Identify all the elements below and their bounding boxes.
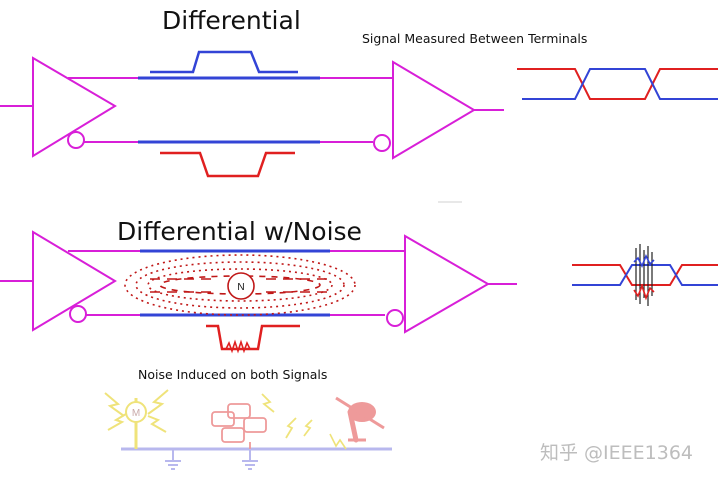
bottom-driver-triangle <box>32 230 117 332</box>
top-driver-inverter-bubble <box>67 131 85 149</box>
bottom-receiver-inverter-bubble <box>386 309 404 327</box>
noise-source-label: N <box>237 282 244 293</box>
motor-icon: M <box>104 389 169 449</box>
top-eye-red-trace <box>517 68 718 100</box>
noise-induced-caption: Noise Induced on both Signals <box>138 367 328 382</box>
bottom-negative-pulse <box>206 324 300 351</box>
bottom-section: N <box>0 230 718 354</box>
relay-icon <box>211 403 267 449</box>
watermark-text: 知乎 @IEEE1364 <box>540 442 694 464</box>
top-receiver-triangle <box>392 60 476 160</box>
bottom-eye-noise-red <box>633 283 655 301</box>
differential-noise-title: Differential w/Noise <box>117 217 362 246</box>
noise-sources-illustration: M <box>104 389 392 470</box>
noise-source-icon: N <box>227 272 255 300</box>
bottom-eye-blue-trace <box>572 264 718 286</box>
top-negative-pulse <box>160 151 295 178</box>
differential-caption: Signal Measured Between Terminals <box>362 31 588 46</box>
bottom-noise-squiggle <box>225 339 251 354</box>
differential-title: Differential <box>162 6 301 35</box>
ground-icon <box>165 449 258 470</box>
bottom-receiver-triangle <box>404 234 490 334</box>
top-positive-pulse <box>150 50 298 74</box>
lightning-icon <box>261 393 313 439</box>
top-section <box>0 50 718 178</box>
motor-label: M <box>132 408 140 419</box>
bottom-eye-noise-blue <box>633 254 655 268</box>
top-receiver-inverter-bubble <box>373 134 391 152</box>
bottom-eye-red-trace <box>572 264 718 286</box>
switch-icon <box>329 396 385 450</box>
top-eye-blue-trace <box>522 68 718 100</box>
bottom-driver-inverter-bubble <box>69 305 87 323</box>
top-driver-triangle <box>32 56 117 158</box>
